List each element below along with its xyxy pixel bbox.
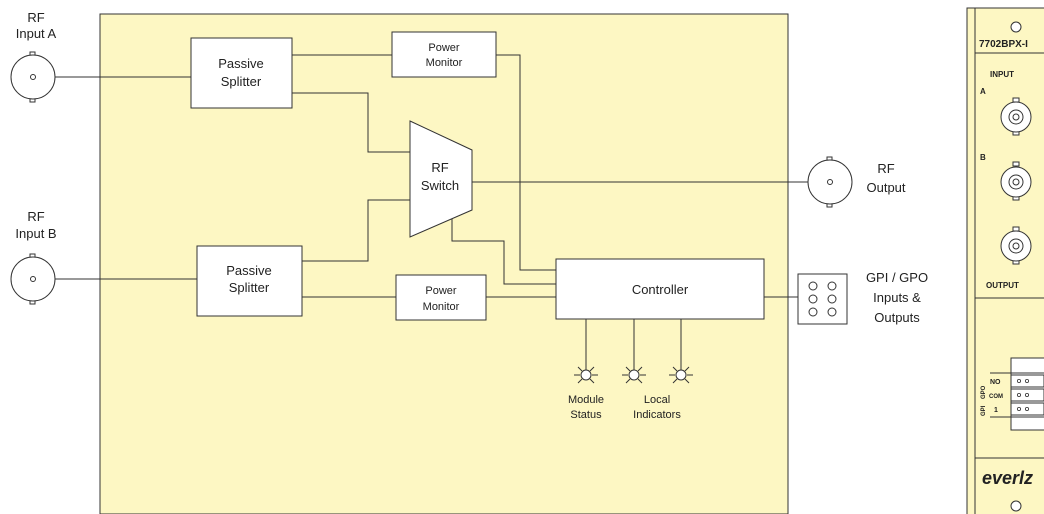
panel-no-label: NO — [990, 379, 1001, 386]
output-connector — [807, 156, 853, 208]
rear-panel — [966, 7, 1044, 514]
splitter-a-label-2: Splitter — [221, 74, 262, 89]
input-b-label-2: Input B — [15, 226, 56, 241]
gpio-label-3: Outputs — [874, 310, 920, 325]
panel-model-label: 7702BPX-I — [979, 39, 1028, 50]
input-a-label-1: RF — [27, 10, 44, 25]
switch-label-2: Switch — [421, 178, 459, 193]
output-label-1: RF — [877, 161, 894, 176]
panel-one-label: 1 — [994, 407, 998, 414]
panel-gpio-pins — [1017, 378, 1030, 411]
input-a-label-2: Input A — [16, 26, 57, 41]
output-label-2: Output — [866, 180, 905, 195]
panel-output-connector — [1000, 226, 1032, 265]
input-b-label-1: RF — [27, 209, 44, 224]
monitor-a-label-1: Power — [428, 42, 460, 54]
panel-input-b-connector — [1000, 161, 1032, 201]
controller-label: Controller — [632, 282, 689, 297]
panel-gpo-label: GPO — [981, 385, 987, 399]
splitter-b-label-2: Splitter — [229, 280, 270, 295]
panel-brand-logo: everlz — [982, 468, 1033, 488]
monitor-b-label-2: Monitor — [423, 301, 460, 313]
module-status-label-2: Status — [570, 409, 602, 421]
panel-output-label: OUTPUT — [986, 281, 1019, 290]
led-icon-local-2 — [669, 366, 693, 384]
input-a-connector — [10, 51, 56, 103]
switch-label-1: RF — [431, 160, 448, 175]
monitor-a-label-2: Monitor — [426, 57, 463, 69]
local-indicators-label-2: Indicators — [633, 409, 681, 421]
panel-input-a-connector — [1000, 97, 1032, 136]
panel-com-label: COM — [989, 394, 1003, 400]
passive-splitter-a — [190, 37, 293, 109]
power-monitor-a — [391, 31, 497, 78]
monitor-b-label-1: Power — [425, 285, 457, 297]
led-icon-module — [574, 366, 598, 384]
controller — [555, 258, 765, 320]
gpio-label-2: Inputs & — [873, 290, 921, 305]
signal-wires — [55, 54, 808, 370]
splitter-b-label-1: Passive — [226, 263, 272, 278]
splitter-a-label-1: Passive — [218, 56, 264, 71]
panel-input-label: INPUT — [990, 70, 1014, 79]
gpio-connector — [797, 273, 848, 325]
panel-b-label: B — [980, 153, 986, 162]
panel-gpi-label: GPI — [981, 405, 987, 416]
power-monitor-b — [395, 274, 487, 321]
led-icon-local-1 — [622, 366, 646, 384]
gpio-label-1: GPI / GPO — [866, 270, 928, 285]
local-indicators-label-1: Local — [644, 394, 670, 406]
module-status-label-1: Module — [568, 394, 604, 406]
passive-splitter-b — [196, 245, 303, 317]
rf-switch — [409, 120, 473, 238]
input-b-connector — [10, 253, 56, 305]
panel-a-label: A — [980, 87, 986, 96]
